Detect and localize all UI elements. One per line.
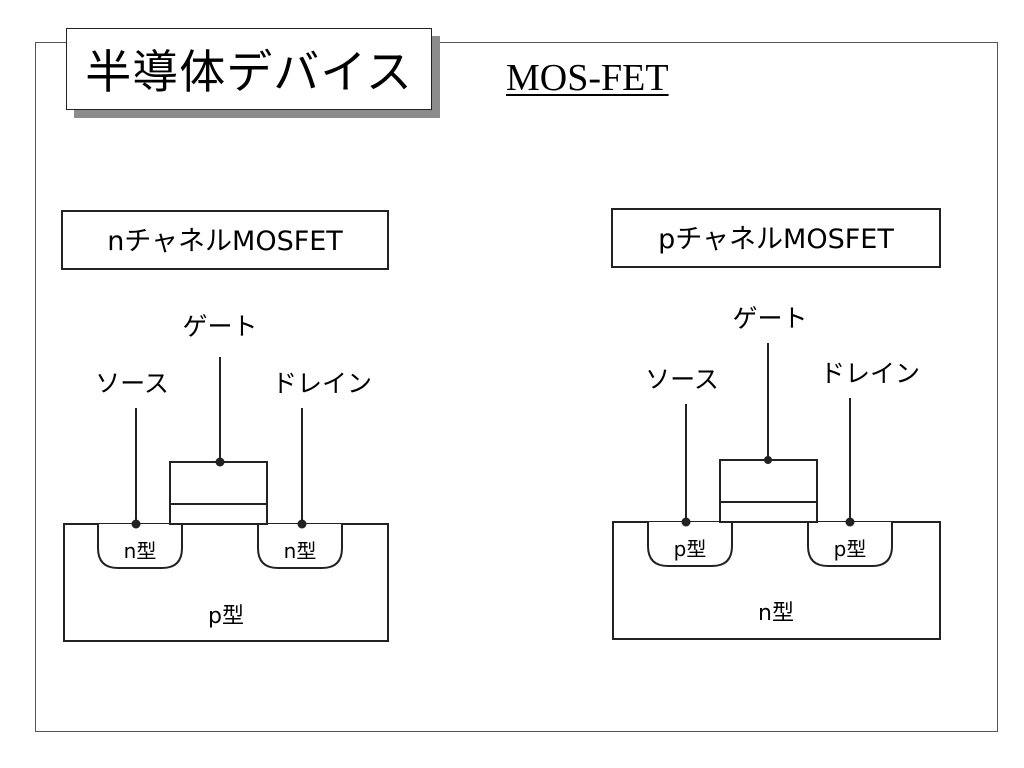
nmos-gate-oxide [169, 503, 268, 525]
nmos-diagram: nチャネルMOSFET p型 n型 n型 ゲート ソース ドレイン [61, 210, 389, 642]
nmos-heading: nチャネルMOSFET [107, 226, 343, 257]
pmos-gate-oxide [719, 501, 818, 523]
pmos-source-well [647, 522, 733, 567]
nmos-heading-box [61, 210, 389, 270]
slide-subtitle: MOS-FET [506, 57, 669, 99]
nmos-source-contact [131, 519, 141, 529]
pmos-drain-label: ドレイン [820, 359, 920, 388]
pmos-drain-well [807, 522, 893, 567]
pmos-heading-box [611, 208, 941, 268]
nmos-substrate-label: p型 [208, 604, 244, 629]
pmos-drain-region-label: p型 [834, 537, 867, 561]
nmos-drain-well [257, 524, 343, 569]
pmos-diagram: pチャネルMOSFET n型 p型 p型 ゲート ソース ドレイン [611, 208, 941, 640]
nmos-gate-electrode [169, 461, 268, 505]
nmos-source-well [97, 524, 183, 569]
nmos-source-label: ソース [95, 369, 169, 398]
pmos-source-region-label: p型 [674, 537, 707, 561]
pmos-heading: pチャネルMOSFET [658, 224, 894, 255]
nmos-gate-label: ゲート [182, 312, 257, 341]
nmos-drain-contact [297, 519, 307, 529]
pmos-drain-contact [845, 517, 855, 527]
pmos-substrate-label: n型 [758, 601, 794, 626]
slide-frame [35, 42, 998, 732]
slide-title: 半導体デバイス [66, 28, 432, 110]
pmos-gate-contact [764, 456, 772, 464]
pmos-gate-label: ゲート [732, 304, 807, 333]
pmos-source-contact [681, 517, 691, 527]
nmos-source-region-label: n型 [124, 539, 157, 563]
pmos-source-label: ソース [645, 365, 719, 394]
slide-title-text: 半導体デバイス [85, 45, 413, 99]
nmos-drain-label: ドレイン [272, 369, 372, 398]
nmos-gate-contact [215, 457, 225, 467]
pmos-gate-electrode [719, 459, 818, 503]
nmos-drain-region-label: n型 [284, 539, 317, 563]
